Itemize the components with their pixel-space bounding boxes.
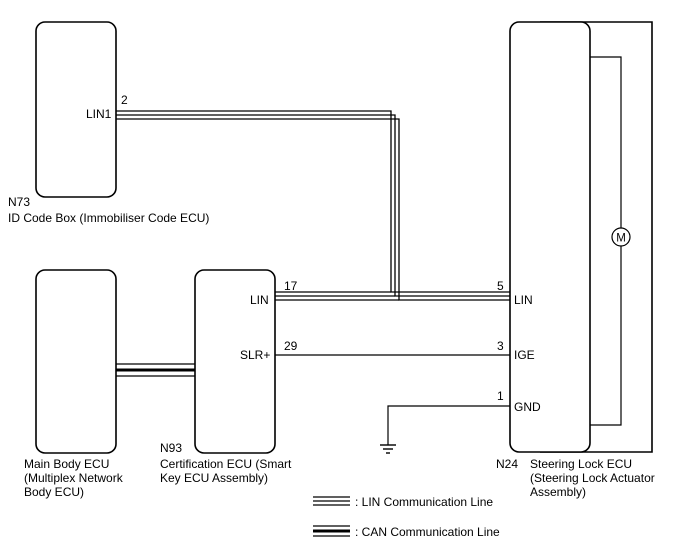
actuator-outer-frame [540,21,653,453]
n93-pin-29-number: 29 [284,339,298,353]
main-body-ecu-name-line3: Body ECU) [24,485,84,499]
n24-pin-1-number: 1 [497,389,504,403]
main-body-ecu-box [35,269,117,454]
n93-pin-lin-label: LIN [250,293,269,307]
motor-symbol [611,227,631,247]
n93-code: N93 [160,441,182,455]
n73-code: N73 [8,195,30,209]
can-line-main-body-to-n93 [116,363,195,377]
n24-steering-lock-ecu-box [509,21,591,453]
gnd-wire [387,405,510,445]
n73-id-code-box [35,21,117,198]
n93-certification-ecu-box [194,269,276,454]
main-body-ecu-name-line2: (Multiplex Network [24,471,124,485]
n93-name-line1: Certification ECU (Smart [160,457,292,471]
legend-lin-label: : LIN Communication Line [355,495,493,509]
n24-pin-lin-label: LIN [514,293,533,307]
lin-line-n93-to-n24 [275,291,399,301]
n24-pin-3-number: 3 [497,339,504,353]
n24-name-line3: Assembly) [530,485,586,499]
n73-pin-2-number: 2 [121,93,128,107]
legend-can-symbol [313,525,350,537]
n24-code: N24 [496,457,518,471]
n24-name-line2: (Steering Lock Actuator [530,471,655,485]
n93-name-line2: Key ECU Assembly) [160,471,268,485]
n24-pin-5-number: 5 [497,279,504,293]
n73-pin-lin1-label: LIN1 [86,107,112,121]
n93-pin-slr-label: SLR+ [240,348,270,362]
n24-pin-ige-label: IGE [514,348,535,362]
n24-pin-gnd-label: GND [514,400,541,414]
legend-can-label: : CAN Communication Line [355,525,500,539]
ground-icon [380,444,396,454]
legend-lin-symbol [313,496,350,506]
n24-name-line1: Steering Lock ECU [530,457,632,471]
n93-pin-17-number: 17 [284,279,298,293]
n73-name: ID Code Box (Immobiliser Code ECU) [8,211,209,225]
lin-line-n73-to-n24 [116,110,510,301]
main-body-ecu-name-line1: Main Body ECU [24,457,109,471]
motor-label: M [616,233,626,245]
